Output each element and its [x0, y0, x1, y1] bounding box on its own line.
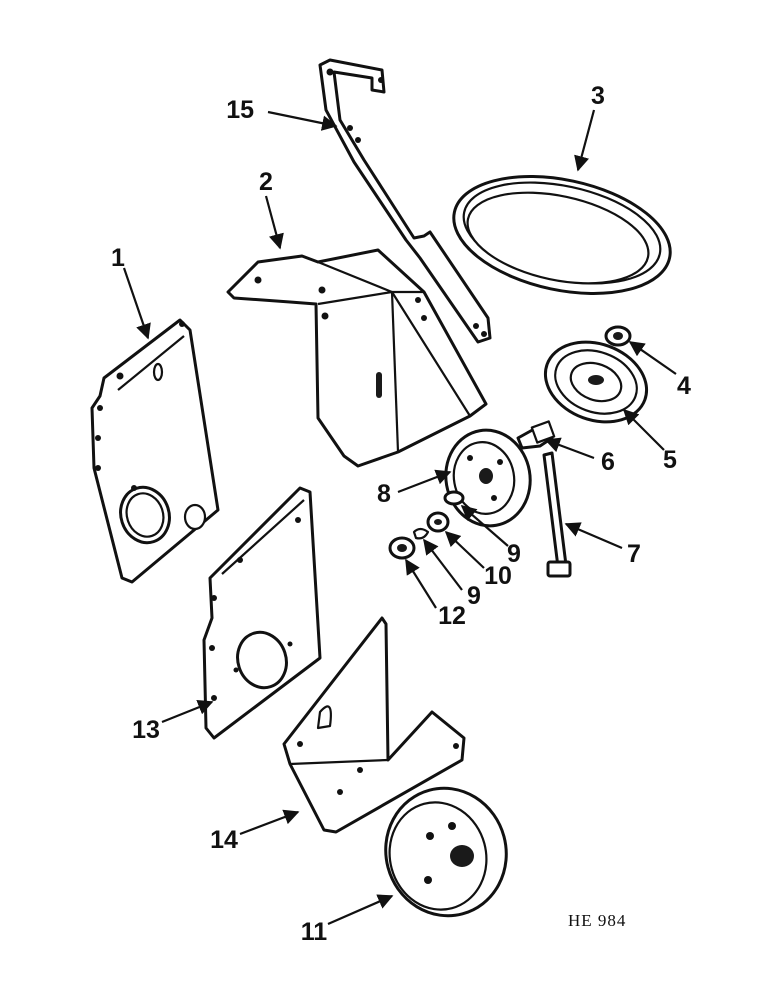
- part-5-pulley: [543, 340, 649, 424]
- drawing-reference-code: HE 984: [568, 911, 626, 930]
- callout-12: 12: [438, 602, 466, 630]
- callout-5: 5: [663, 446, 677, 474]
- callout-4: 4: [677, 372, 691, 400]
- callout-14: 15: [226, 96, 254, 124]
- part-4-nut: [604, 325, 632, 347]
- part-14-support-strap: [318, 58, 492, 344]
- callout-8: 8: [377, 480, 391, 508]
- part-13-mounting-plate: [202, 486, 322, 740]
- callout-labels: 1 2 3 4 5 6 7 8 9 9 10 11 12 13 14 15 HE…: [111, 82, 691, 946]
- callout-1: 1: [111, 244, 125, 272]
- callout-13: 13: [132, 716, 160, 744]
- callout-6: 6: [601, 448, 615, 476]
- part-2-main-bracket: [226, 248, 488, 468]
- part-7-long-bolt: [542, 451, 572, 578]
- part-8-idler-pulley: [444, 428, 532, 528]
- callout-3: 3: [591, 82, 605, 110]
- part-1-rear-plate: [90, 318, 220, 584]
- part-3-v-belt: [452, 175, 672, 295]
- part-11-large-pulley: [384, 786, 508, 918]
- part-15-base-bracket: [282, 616, 466, 834]
- part-9-washer-lower: [412, 527, 430, 540]
- part-9-washer-upper: [443, 490, 465, 506]
- callout-11: 11: [301, 918, 328, 946]
- part-10-bushing: [426, 511, 450, 533]
- callout-7: 7: [627, 540, 641, 568]
- callout-15: 14: [210, 826, 238, 854]
- callout-2: 2: [259, 168, 273, 196]
- leader-lines: [122, 109, 677, 926]
- part-6-bolt: [516, 420, 556, 450]
- callout-9-lower: 9: [467, 582, 481, 610]
- callout-10: 10: [484, 562, 512, 590]
- callout-9-upper: 9: [507, 540, 521, 568]
- part-12-nut: [388, 536, 416, 560]
